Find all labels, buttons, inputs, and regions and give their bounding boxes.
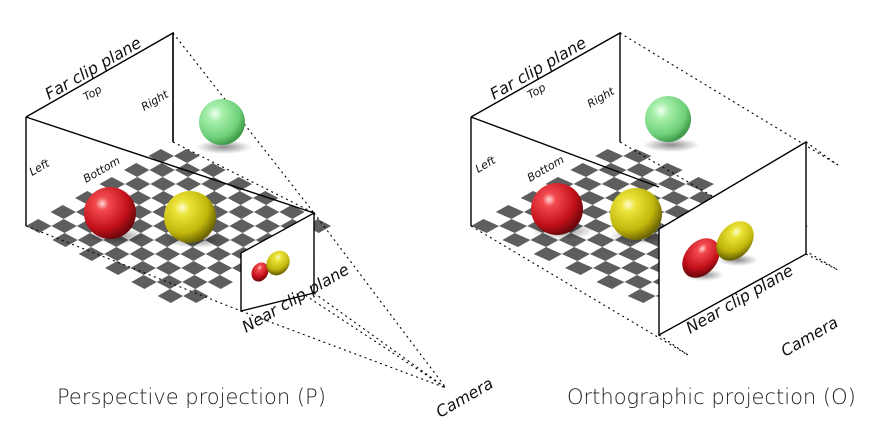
perspective-floor-tile [253, 205, 280, 219]
perspective-floor-tile [229, 219, 255, 233]
perspective-floor-tile [230, 233, 256, 247]
orthographic-green-sphere-shadow [643, 138, 699, 152]
orthographic-floor-tile [583, 219, 612, 233]
perspective-floor-tile [78, 247, 105, 261]
perspective-floor-tile [51, 219, 77, 233]
perspective-floor-tile [205, 247, 232, 261]
perspective-floor-tile [200, 163, 226, 177]
orthographic-floor-tile [561, 247, 590, 261]
orthographic-floor-tile [596, 275, 625, 289]
orthographic-floor-tile [601, 177, 630, 191]
perspective-floor-tile [148, 149, 174, 163]
orthographic-floor-tile [595, 149, 624, 163]
orthographic-floor-tile [533, 247, 562, 261]
orthographic-box-edges [470, 31, 839, 356]
perspective-floor-tile [149, 163, 175, 177]
perspective-floor-tile [173, 149, 200, 163]
perspective-left-label: Left [27, 156, 52, 178]
perspective-floor-tile [180, 247, 206, 261]
orthographic-floor-tile [589, 247, 618, 261]
orthographic-floor-tile [629, 177, 658, 191]
orthographic-floor-tile [685, 177, 714, 191]
perspective-floor-tile [124, 177, 151, 191]
perspective-green-sphere-shadow [196, 140, 252, 154]
perspective-floor-tile [124, 163, 150, 177]
perspective-camera-rays [240, 212, 447, 389]
perspective-floor-tile [226, 177, 252, 191]
orthographic-floor-tile [627, 289, 656, 303]
perspective-yellow-sphere [164, 191, 216, 243]
orthographic-floor-tile [626, 163, 655, 177]
perspective-floor-tile [125, 191, 152, 205]
orthographic-floor-tile [621, 261, 650, 275]
perspective-floor-tile [104, 247, 130, 261]
perspective-floor-tile [131, 275, 157, 289]
orthographic-right-label: Right [585, 85, 617, 111]
orthographic-red-sphere [531, 183, 583, 235]
perspective-floor-tile [202, 191, 228, 205]
perspective-caption: Perspective projection (P) [57, 385, 326, 409]
orthographic-floor-tile [576, 191, 605, 205]
perspective-floor-tile [181, 261, 207, 275]
orthographic-floor-tile [657, 177, 686, 191]
orthographic-near-yellow-projection [716, 221, 754, 261]
orthographic-panel: Far clip plane Top Right Left Bottom Nea… [470, 31, 856, 409]
orthographic-caption: Orthographic projection (O) [567, 385, 856, 409]
perspective-floor-tile [26, 219, 52, 233]
perspective-floor-tile [175, 177, 202, 191]
perspective-floor-tile [254, 219, 281, 233]
orthographic-left-label: Left [473, 153, 498, 175]
perspective-green-sphere [199, 99, 245, 145]
perspective-floor-tile [105, 261, 131, 275]
orthographic-floor-tile [624, 275, 653, 289]
orthographic-floor-tile [502, 233, 531, 247]
orthographic-camera-label: Camera [778, 313, 842, 361]
orthographic-floor-tile [573, 177, 602, 191]
perspective-floor-tile [150, 177, 176, 191]
perspective-floor-tile [206, 261, 233, 275]
perspective-floor-tile [182, 275, 208, 289]
orthographic-floor-tile [530, 233, 559, 247]
perspective-floor-tile [154, 247, 181, 261]
orthographic-floor-tile [499, 219, 528, 233]
perspective-floor-tile [52, 233, 78, 247]
perspective-floor-tile [183, 289, 209, 303]
perspective-floor-tile [279, 205, 305, 219]
perspective-red-sphere [84, 187, 136, 239]
orthographic-floor-tile [580, 205, 609, 219]
orthographic-near-red-projection [682, 238, 720, 278]
perspective-floor-tile [157, 289, 184, 303]
orthographic-floor-tile [495, 205, 524, 219]
perspective-floor-tile [228, 205, 254, 219]
perspective-floor-tile [99, 177, 125, 191]
perspective-near-red-projection [251, 262, 269, 282]
perspective-floor-tile [201, 177, 227, 191]
orthographic-yellow-sphere [610, 188, 662, 240]
perspective-floor-tile [129, 247, 155, 261]
orthographic-floor-tile [570, 163, 599, 177]
perspective-floor-tile [227, 191, 253, 205]
perspective-frustum-edges [25, 31, 315, 312]
orthographic-floor-tile [593, 261, 622, 275]
perspective-floor-tile [50, 205, 76, 219]
orthographic-floor-tile [617, 247, 646, 261]
perspective-near-yellow-projection [266, 250, 290, 276]
orthographic-green-sphere [645, 96, 691, 142]
perspective-floor-tile [155, 261, 182, 275]
orthographic-floor-tile [565, 261, 594, 275]
perspective-floor-tile [207, 275, 233, 289]
perspective-top-label: Top [81, 83, 104, 104]
perspective-panel: Far clip plane Top Right Left Bottom Nea… [25, 31, 497, 422]
orthographic-floor-tile [471, 219, 500, 233]
orthographic-floor-tile [623, 149, 652, 163]
perspective-floor-tile [130, 261, 156, 275]
orthographic-floor-tile [586, 233, 615, 247]
orthographic-floor-tile [661, 191, 690, 205]
perspective-right-label: Right [139, 88, 171, 114]
perspective-camera-label: Camera [433, 374, 497, 422]
